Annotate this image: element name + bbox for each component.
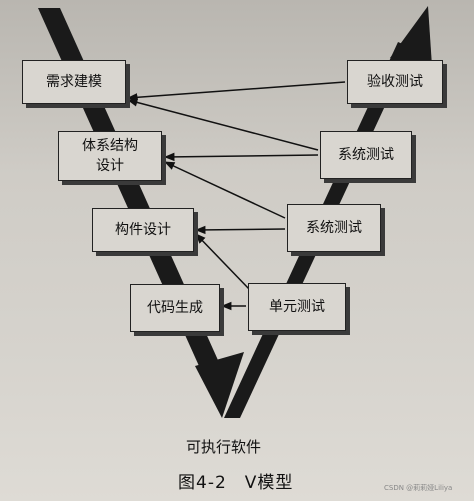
requirements-modeling-label: 需求建模 [46, 73, 102, 90]
code-generation-label: 代码生成 [147, 299, 203, 316]
figure-caption: 图4-2 V模型 [178, 473, 294, 493]
system-test-lower-label: 系统测试 [306, 219, 362, 236]
arrow-system-lower-to-component [194, 225, 286, 235]
unit-test-label: 单元测试 [269, 298, 325, 315]
ascending-arrow-head [390, 6, 432, 66]
arrow-acceptance-to-requirements [126, 81, 346, 102]
system-test-upper-label: 系统测试 [338, 146, 394, 163]
code-generation-box: 代码生成 [130, 284, 220, 332]
acceptance-test-label: 验收测试 [367, 73, 423, 90]
requirements-modeling-box: 需求建模 [22, 60, 126, 104]
system-test-upper-box: 系统测试 [320, 131, 412, 179]
architecture-design-label-line1: 体系结构 [82, 137, 138, 154]
descending-arrow-head [195, 352, 244, 418]
system-test-lower-box: 系统测试 [287, 204, 381, 252]
component-design-label: 构件设计 [115, 221, 171, 238]
arrow-system-lower-to-architecture [164, 161, 286, 219]
watermark-text: CSDN @莉莉娅Liliya [384, 484, 453, 492]
arrow-system-to-requirements [126, 98, 319, 151]
arrow-unit-to-component [195, 233, 251, 291]
component-design-box: 构件设计 [92, 208, 194, 252]
architecture-design-label-line2: 设计 [96, 158, 124, 174]
unit-test-box: 单元测试 [248, 283, 346, 331]
architecture-design-box: 体系结构 设计 [58, 131, 162, 181]
executable-software-label: 可执行软件 [186, 438, 262, 456]
arrow-system-to-architecture [163, 152, 319, 162]
acceptance-test-box: 验收测试 [347, 60, 443, 104]
